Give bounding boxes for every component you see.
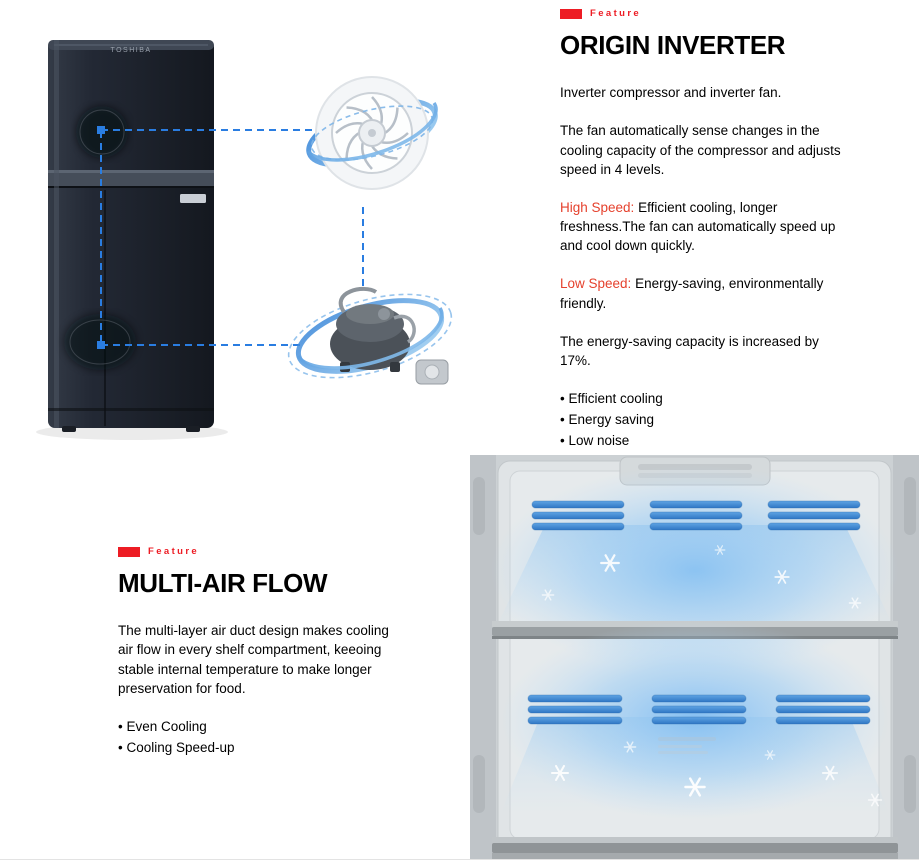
feature-label: Feature <box>590 8 642 19</box>
fridge-brand-text: TOSHIBA <box>110 47 151 54</box>
inverter-fan-illustration <box>306 76 438 190</box>
bullet-item: Cooling Speed-up <box>118 738 390 759</box>
bullet-item: Even Cooling <box>118 717 390 738</box>
multi-air-flow-title: MULTI-AIR FLOW <box>118 568 328 598</box>
origin-inverter-title: ORIGIN INVERTER <box>560 30 786 60</box>
high-speed-label: High Speed: <box>560 199 635 215</box>
airflow-interior-image <box>470 455 919 859</box>
callout-lines <box>100 129 364 346</box>
feature-flag-icon <box>118 546 140 557</box>
energy-badge <box>180 194 206 203</box>
multi-air-flow-body: The multi-layer air duct design makes co… <box>118 623 389 696</box>
low-speed-paragraph: Low Speed: Energy-saving, environmentall… <box>560 274 844 312</box>
feature-flag-icon <box>560 8 582 19</box>
bullet-item: Low noise <box>560 431 844 452</box>
fan-location-outline <box>79 109 125 155</box>
low-speed-text: Energy-saving, environmentally friendly. <box>560 276 824 311</box>
feature-tag: Feature <box>118 546 390 557</box>
high-speed-text: Efficient cooling, longer freshness.The … <box>560 199 836 254</box>
fridge-body: TOSHIBA <box>48 40 214 432</box>
low-speed-label: Low Speed: <box>560 276 632 292</box>
multi-air-flow-section: Feature MULTI-AIR FLOW The multi-layer a… <box>118 546 390 759</box>
bullet-item: Efficient cooling <box>560 389 844 410</box>
feature-tag: Feature <box>560 8 844 19</box>
high-speed-paragraph: High Speed: Efficient cooling, longer fr… <box>560 198 844 255</box>
bullet-item: Energy saving <box>560 410 844 431</box>
compressor-side-part <box>415 359 449 385</box>
lower-air-vents <box>527 694 871 725</box>
refrigerator-diagram: TOSHIBA <box>36 40 453 440</box>
bottom-shelf <box>492 837 898 859</box>
feature-label: Feature <box>148 546 200 557</box>
multi-air-flow-bullets: Even Cooling Cooling Speed-up <box>118 717 390 759</box>
origin-inverter-section: Feature ORIGIN INVERTER Inverter compres… <box>560 8 844 452</box>
fridge-handle-band <box>48 170 214 188</box>
inverter-compressor-illustration <box>287 286 453 379</box>
panel-label-lines <box>658 737 716 754</box>
fan-description: The fan automatically sense changes in t… <box>560 123 841 177</box>
top-air-vents <box>531 500 861 531</box>
callout-node-bottom <box>97 341 105 349</box>
callout-node-top <box>97 126 105 134</box>
intro-text: Inverter compressor and inverter fan. <box>560 85 782 101</box>
compressor-location-outline <box>69 319 131 365</box>
origin-inverter-bullets: Efficient cooling Energy saving Low nois… <box>560 389 844 452</box>
energy-saving-text: The energy-saving capacity is increased … <box>560 333 819 368</box>
